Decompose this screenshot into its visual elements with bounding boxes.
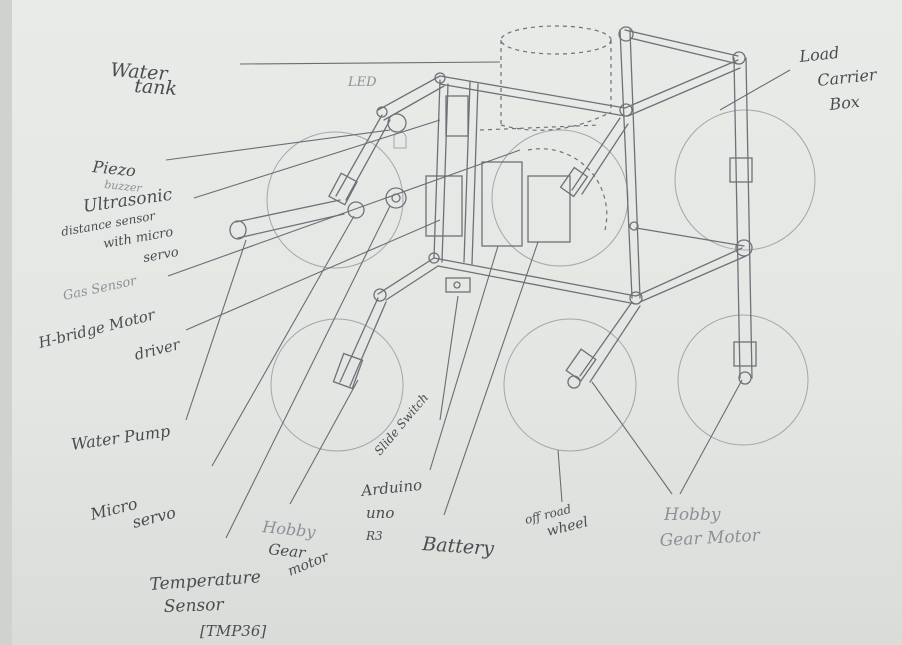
frame-front-post-b xyxy=(442,84,448,262)
leader-wheel xyxy=(558,450,562,502)
label-gas: Gas Sensor xyxy=(62,274,139,304)
water-tank xyxy=(501,26,611,130)
label-piezo-1: Piezo xyxy=(91,157,137,181)
joint-8 xyxy=(374,289,386,301)
arm-rear-lower-a xyxy=(580,302,632,376)
cage-top-b xyxy=(630,38,738,64)
leader-hgm-right-1 xyxy=(592,382,672,494)
cage-diag-top xyxy=(625,60,738,108)
motor-right-lower xyxy=(734,342,756,366)
wheel-right-upper xyxy=(675,110,815,250)
cage-bottom-diag xyxy=(636,248,742,296)
label-temp-2: Sensor xyxy=(163,595,224,617)
arm-front-upper-a xyxy=(336,115,382,196)
frame-bottom-a xyxy=(434,258,636,296)
label-arduino-3: R3 xyxy=(365,529,383,543)
frame-bottom-front-a xyxy=(378,258,434,294)
gas-sensor-box xyxy=(446,96,468,136)
axle-rear-lower xyxy=(568,376,580,388)
leader-gas xyxy=(168,150,520,276)
motor-rear-lower xyxy=(566,349,596,381)
label-load-carrier-1: Load xyxy=(797,43,840,66)
leader-ultrasonic xyxy=(194,120,440,198)
label-battery: Battery xyxy=(421,533,495,560)
arm-rear-upper-b xyxy=(582,124,628,194)
tank-top xyxy=(501,26,611,54)
frame-bottom-front-b xyxy=(386,266,438,300)
frame-inner-post-1 xyxy=(464,82,470,262)
slide-switch-box xyxy=(446,278,470,292)
leader-hbridge xyxy=(186,220,440,330)
label-water-tank-2: tank xyxy=(134,75,178,100)
label-led: LED xyxy=(347,75,377,90)
chassis-frame xyxy=(374,27,752,378)
label-temp-1: Temperature xyxy=(149,567,261,595)
label-hbridge-2: driver xyxy=(133,335,183,364)
cage-bottom-diag-b xyxy=(640,256,746,302)
wheel-middle-dashed xyxy=(528,149,607,230)
label-hgm-right-1: Hobby xyxy=(663,505,721,525)
wheels xyxy=(267,110,815,451)
wheel-right-lower xyxy=(678,315,808,445)
leader-servo xyxy=(212,216,354,466)
wheel-middle-lower xyxy=(504,319,636,451)
tank-bottom xyxy=(501,112,611,130)
cage-right-post-a xyxy=(734,58,740,378)
cage-right-post-b xyxy=(746,58,752,378)
battery-box xyxy=(528,176,570,242)
label-pump: Water Pump xyxy=(70,421,171,454)
pump-pipe-end xyxy=(230,221,246,239)
leader-hgm-left xyxy=(290,380,358,504)
servo-hub xyxy=(348,202,364,218)
leader-switch xyxy=(440,296,458,420)
motor-front-lower xyxy=(333,353,362,388)
label-temp-3: [TMP36] xyxy=(200,622,266,640)
frame-rear-post-b xyxy=(630,30,640,298)
leader-lines xyxy=(166,62,790,538)
leader-pump xyxy=(186,240,246,420)
label-load-carrier-2: Carrier xyxy=(816,65,878,90)
arm-front-lower-b xyxy=(350,302,386,386)
label-load-carrier-3: Box xyxy=(827,92,860,114)
slide-switch-knob xyxy=(454,282,460,288)
motor-arms xyxy=(230,115,756,389)
label-arduino-1: Arduino xyxy=(359,476,423,500)
joint-4 xyxy=(733,52,745,64)
leader-arduino xyxy=(430,246,498,470)
leader-water-tank xyxy=(240,62,500,64)
tank-hose-dashed xyxy=(480,125,600,130)
leader-piezo xyxy=(166,130,390,160)
leader-load-box xyxy=(720,70,790,110)
ultrasonic-eye-1 xyxy=(388,114,406,132)
servo-front-upper xyxy=(329,173,357,204)
joint-2 xyxy=(620,104,632,116)
leader-hgm-right-2 xyxy=(680,380,742,494)
arm-rear-lower-b xyxy=(590,306,640,382)
label-hgm-left-1: Hobby xyxy=(261,517,318,542)
frame-inner-post-2 xyxy=(472,84,478,264)
label-arduino-2: uno xyxy=(366,504,394,522)
frame-bottom-b xyxy=(438,266,636,304)
wheel-front-left-lower xyxy=(271,319,403,451)
frame-front-post-a xyxy=(434,80,440,258)
cage-mid xyxy=(636,228,744,246)
arm-front-upper-b xyxy=(346,120,390,200)
cage-top-a xyxy=(625,30,738,56)
frame-rear-post-a xyxy=(620,30,632,298)
label-ultra-4: servo xyxy=(142,245,180,266)
label-hgm-right-2: Gear Motor xyxy=(659,526,761,551)
arm-rear-upper-a xyxy=(572,118,620,190)
joint-3 xyxy=(619,27,633,41)
